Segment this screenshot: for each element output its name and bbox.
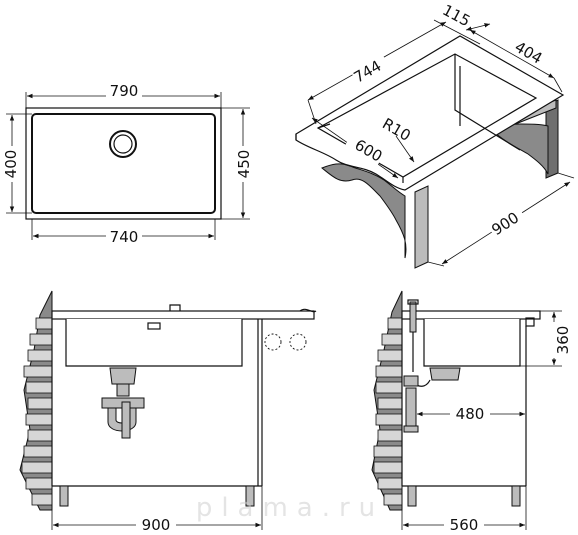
label-bg (450, 405, 490, 423)
cabinet-leg (245, 485, 255, 507)
ext-line (427, 261, 445, 267)
countertop-front-lip (525, 317, 535, 327)
drain-basket (109, 367, 137, 385)
dim-label-900-front: 900 (142, 516, 171, 534)
accessory-circle (264, 333, 282, 351)
sink-isometric-view: 115 404 744 R10 600 900 (295, 1, 575, 269)
label-bg (552, 322, 570, 358)
trap-outlet (121, 401, 131, 439)
label-bg (106, 82, 142, 100)
label-bg (507, 34, 549, 68)
tap-pipe (409, 301, 417, 333)
dim-label-360: 360 (554, 326, 572, 355)
dim-label-790: 790 (110, 82, 139, 100)
dim-line-115 (465, 23, 491, 31)
bowl-inner-back-edge (454, 54, 521, 151)
label-bg (349, 52, 391, 86)
drain-outer-ring (109, 130, 137, 158)
countertop-break (299, 308, 317, 313)
label-bg (106, 228, 142, 246)
sink-bowl-outline (31, 113, 216, 214)
accessory-circle (289, 333, 307, 351)
label-bg (486, 203, 526, 239)
cabinet-leg (59, 485, 69, 507)
trap-nut-side (403, 375, 419, 387)
leader-r10 (395, 135, 415, 163)
bricks-side (373, 317, 403, 506)
cabinet-leg (511, 485, 521, 507)
dim-label-400: 400 (2, 150, 20, 179)
label-bg (136, 516, 176, 534)
sink-side-view: 360 480 560 (371, 290, 572, 534)
dim-label-450: 450 (235, 150, 253, 179)
cabinet-leg (407, 485, 417, 507)
label-bg (444, 516, 484, 534)
dim-label-480: 480 (456, 405, 485, 423)
countertop (51, 310, 315, 320)
sink-front-view: 900 (19, 290, 317, 534)
dim-label-560: 560 (450, 516, 479, 534)
label-bg (344, 131, 386, 167)
sink-outer-outline (25, 107, 222, 220)
ext-line (553, 77, 563, 93)
drain-inner-ring (113, 134, 133, 154)
drain-pipe (116, 383, 130, 397)
dim-line-404 (469, 29, 555, 79)
trap-outlet-side (405, 387, 417, 427)
dim-label-740: 740 (110, 228, 139, 246)
tap-hole-cap (169, 304, 181, 311)
trap-base (403, 425, 419, 433)
drain-basket-side (429, 367, 461, 381)
ext-line (557, 172, 575, 179)
cabinet-side-panel (414, 185, 429, 269)
overflow-slot (147, 322, 161, 330)
label-bg (2, 146, 20, 182)
sink-bowl-side (423, 319, 521, 367)
sink-bowl-front (65, 319, 243, 367)
countertop-side (401, 310, 541, 320)
tap-cap (407, 299, 419, 305)
watermark: plama.ru (196, 493, 384, 523)
sink-top-view: 790 740 400 450 (2, 82, 253, 246)
label-bg (234, 146, 252, 182)
